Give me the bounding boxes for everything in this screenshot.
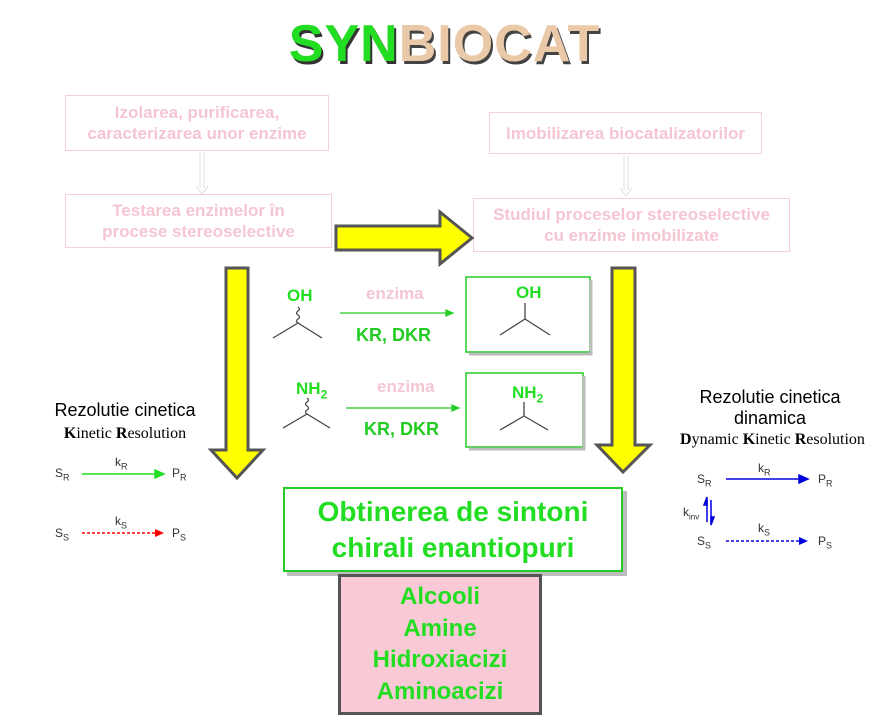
yellow-arrow-down-left: [207, 266, 267, 481]
box-isolation: Izolarea, purificarea,caracterizarea uno…: [65, 95, 329, 151]
page-title: SYNBIOCAT: [0, 14, 889, 74]
kr-sr: SR: [55, 466, 70, 483]
title-syn: SYN: [288, 15, 399, 73]
goal-box: Obtinerea de sintoni chirali enantiopuri: [283, 487, 623, 572]
dkr-pr: PR: [818, 472, 833, 489]
kr-title: Rezolutie cinetica: [54, 400, 196, 420]
yellow-arrow-down-right: [593, 266, 654, 475]
kr-pr: PR: [172, 466, 187, 483]
title-biocat: BIOCAT: [398, 15, 601, 73]
dkr-subtitle: Dynamic Kinetic Resolution: [680, 431, 865, 448]
method-label-2: KR, DKR: [364, 419, 439, 439]
nh2-label-racemic: NH2: [296, 379, 328, 402]
yellow-arrow-right: [334, 208, 475, 268]
dkr-kr: kR: [758, 461, 771, 478]
dkr-kinv: kinv: [683, 505, 700, 522]
oh-label-pure: OH: [516, 283, 542, 302]
alcohol-racemic: [272, 306, 323, 339]
faint-arrow-right: [619, 155, 633, 197]
amine-racemic: [282, 397, 331, 429]
dkr-ps: PS: [818, 534, 833, 551]
dkr-sr: SR: [697, 472, 712, 489]
reaction-arrow-2: [346, 404, 461, 412]
product-item: Alcooli: [399, 582, 480, 610]
oh-label-racemic: OH: [287, 286, 313, 305]
enzyme-label-2: enzima: [377, 377, 435, 396]
amine-pure: [499, 402, 549, 431]
nh2-label-pure: NH2: [512, 383, 544, 406]
kr-arrow-fast: [82, 468, 166, 480]
product-item: Hidroxiacizi: [372, 646, 508, 674]
dkr-ks: kS: [758, 521, 771, 538]
product-item: Aminoacizi: [376, 678, 504, 706]
product-item: Amine: [403, 614, 477, 642]
alcohol-pure: [499, 303, 551, 336]
kr-subtitle: Kinetic Resolution: [63, 425, 187, 442]
kr-ps: PS: [172, 526, 187, 543]
dkr-arrow-fast: [726, 473, 810, 485]
product-box-alcohol: [465, 276, 591, 353]
box-immobilization: Imobilizarea biocatalizatorilor: [489, 112, 762, 154]
kr-ss: SS: [55, 526, 70, 543]
kr-ks: kS: [115, 514, 128, 531]
kr-kr: kR: [115, 455, 128, 472]
dkr-ss: SS: [697, 534, 712, 551]
faint-arrow-left: [195, 152, 209, 195]
products-box: Alcooli Amine Hidroxiacizi Aminoacizi: [338, 574, 542, 715]
method-label-1: KR, DKR: [356, 325, 431, 345]
enzyme-label-1: enzima: [366, 284, 424, 303]
reaction-arrow-1: [340, 309, 455, 317]
racemization-arrow: [702, 496, 716, 526]
